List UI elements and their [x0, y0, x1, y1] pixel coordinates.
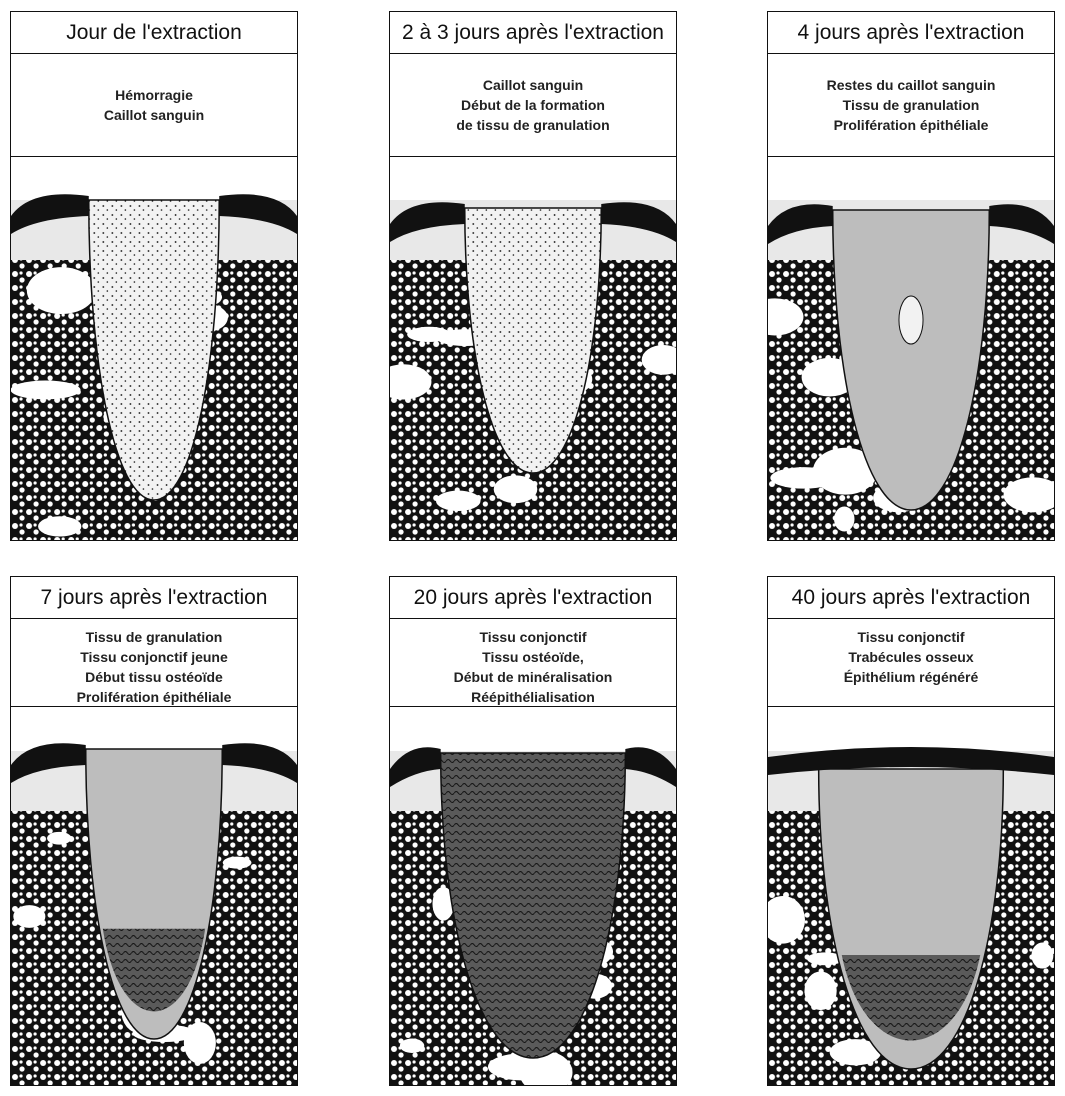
panel-description: Tissu de granulation Tissu conjonctif je…: [11, 619, 297, 707]
panel-day-0: Jour de l'extraction Hémorragie Caillot …: [10, 11, 298, 541]
description-line: Début de la formation: [461, 95, 605, 115]
panel-day-40: 40 jours après l'extraction Tissu conjon…: [767, 576, 1055, 1086]
description-line: Caillot sanguin: [104, 105, 204, 125]
histology-illustration: [390, 709, 676, 1085]
socket-drawing: [768, 158, 1054, 540]
description-line: Tissu de granulation: [86, 627, 223, 647]
panel-title: 40 jours après l'extraction: [768, 577, 1054, 619]
description-line: Réépithélialisation: [471, 687, 595, 707]
panel-day-4: 4 jours après l'extraction Restes du cai…: [767, 11, 1055, 541]
panel-description: Hémorragie Caillot sanguin: [11, 54, 297, 157]
description-line: Tissu conjonctif: [857, 627, 964, 647]
description-line: Prolifération épithéliale: [834, 115, 989, 135]
panel-description: Restes du caillot sanguin Tissu de granu…: [768, 54, 1054, 157]
panel-title: 20 jours après l'extraction: [390, 577, 676, 619]
panel-title: 7 jours après l'extraction: [11, 577, 297, 619]
panel-day-2-3: 2 à 3 jours après l'extraction Caillot s…: [389, 11, 677, 541]
description-line: Épithélium régénéré: [844, 667, 979, 687]
socket-drawing: [11, 709, 297, 1085]
panel-description: Tissu conjonctif Trabécules osseux Épith…: [768, 619, 1054, 707]
panel-day-7: 7 jours après l'extraction Tissu de gran…: [10, 576, 298, 1086]
histology-illustration: [768, 709, 1054, 1085]
description-line: Caillot sanguin: [483, 75, 583, 95]
socket-drawing: [390, 158, 676, 540]
description-line: Tissu conjonctif: [479, 627, 586, 647]
description-line: Tissu conjonctif jeune: [80, 647, 228, 667]
description-line: Restes du caillot sanguin: [827, 75, 996, 95]
description-line: Début de minéralisation: [454, 667, 613, 687]
description-line: Hémorragie: [115, 85, 193, 105]
description-line: de tissu de granulation: [456, 115, 609, 135]
histology-illustration: [768, 158, 1054, 540]
histology-illustration: [11, 158, 297, 540]
histology-illustration: [390, 158, 676, 540]
socket-drawing: [768, 709, 1054, 1085]
panel-day-20: 20 jours après l'extraction Tissu conjon…: [389, 576, 677, 1086]
panel-title: Jour de l'extraction: [11, 12, 297, 54]
description-line: Début tissu ostéoïde: [85, 667, 223, 687]
panel-description: Tissu conjonctif Tissu ostéoïde, Début d…: [390, 619, 676, 707]
panel-description: Caillot sanguin Début de la formation de…: [390, 54, 676, 157]
panel-title: 4 jours après l'extraction: [768, 12, 1054, 54]
description-line: Trabécules osseux: [848, 647, 973, 667]
panel-title: 2 à 3 jours après l'extraction: [390, 12, 676, 54]
description-line: Tissu de granulation: [843, 95, 980, 115]
description-line: Tissu ostéoïde,: [482, 647, 584, 667]
socket-drawing: [390, 709, 676, 1085]
histology-illustration: [11, 709, 297, 1085]
description-line: Prolifération épithéliale: [77, 687, 232, 707]
socket-drawing: [11, 158, 297, 540]
